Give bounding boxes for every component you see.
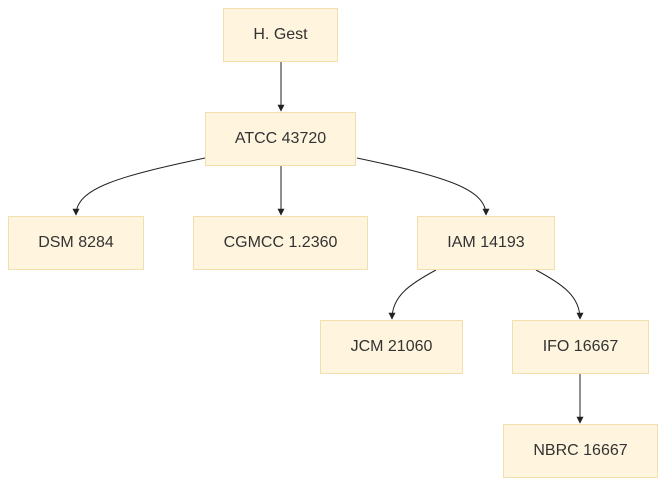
node-label: CGMCC 1.2360 [223, 234, 338, 251]
edge-atcc-iam [356, 157, 490, 216]
node-nbrc-16667: NBRC 16667 [503, 424, 658, 478]
node-label: JCM 21060 [350, 338, 433, 355]
edge-atcc-dsm [72, 157, 206, 216]
node-atcc-43720: ATCC 43720 [205, 112, 356, 166]
node-label: DSM 8284 [38, 234, 114, 251]
node-h-gest: H. Gest [223, 8, 338, 62]
node-cgmcc-1-2360: CGMCC 1.2360 [193, 216, 368, 270]
edge-iam-ifo [535, 269, 584, 320]
node-jcm-21060: JCM 21060 [320, 320, 463, 374]
node-iam-14193: IAM 14193 [417, 216, 555, 270]
node-label: ATCC 43720 [234, 130, 327, 147]
node-label: IAM 14193 [447, 234, 525, 251]
edge-iam-jcm [388, 269, 437, 320]
node-label: IFO 16667 [542, 338, 619, 355]
node-dsm-8284: DSM 8284 [8, 216, 144, 270]
node-label: NBRC 16667 [533, 442, 628, 459]
node-ifo-16667: IFO 16667 [512, 320, 649, 374]
node-label: H. Gest [253, 26, 308, 43]
